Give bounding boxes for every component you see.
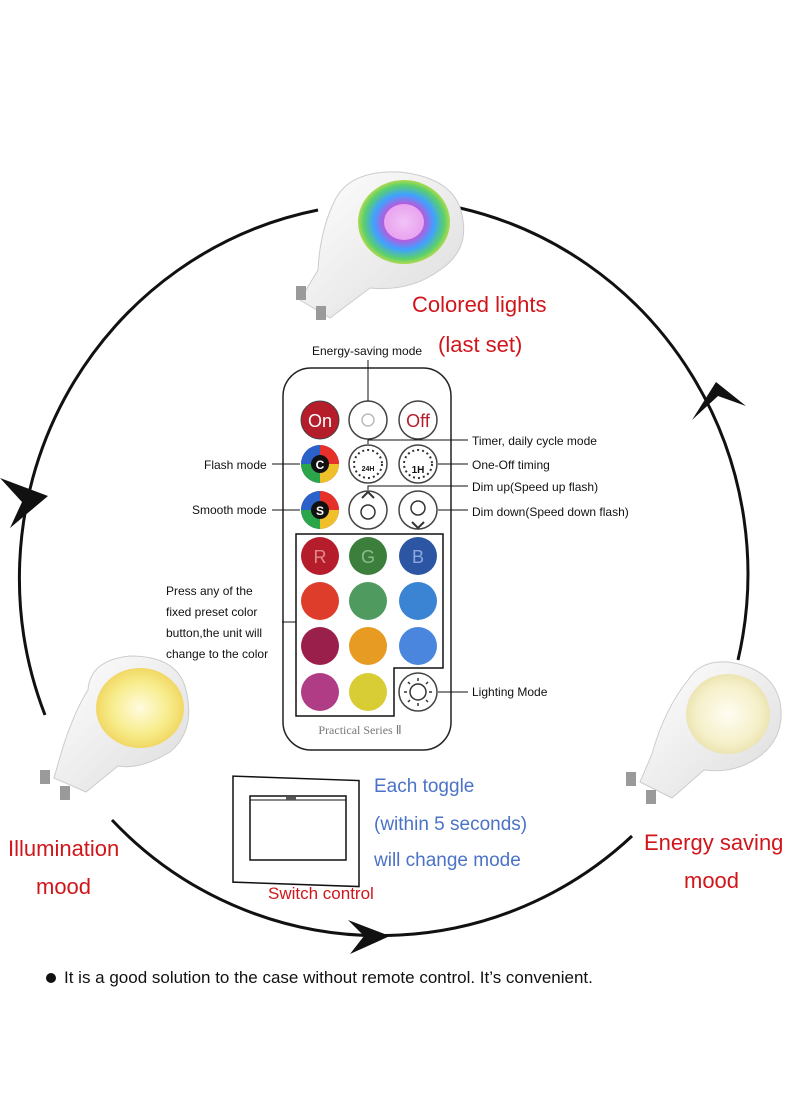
color-button[interactable]: [301, 582, 339, 620]
on-button-label: On: [308, 411, 332, 431]
arrow-right-up-icon: [692, 382, 746, 420]
switch-rocker: [249, 795, 347, 861]
wall-switch: [232, 775, 360, 888]
energy-saving-label: Energy saving: [644, 830, 784, 855]
cycle-arcs: [17, 206, 750, 938]
last-set-label: (last set): [438, 332, 523, 357]
one-off-annotation: One-Off timing: [472, 458, 550, 472]
timer-annotation: Timer, daily cycle mode: [472, 434, 597, 448]
dim-up-button[interactable]: [348, 490, 388, 530]
smooth-mode-annotation: Smooth mode: [192, 503, 267, 517]
dim-down-annotation: Dim down(Speed down flash): [472, 505, 629, 519]
energy-saving-mode-annotation: Energy-saving mode: [312, 344, 423, 358]
off-button[interactable]: [398, 400, 438, 440]
preset-annotation-1: Press any of the: [166, 584, 253, 598]
flash-c-label: C: [316, 458, 325, 472]
bulb-energy-saving: [626, 661, 782, 804]
color-button[interactable]: [399, 627, 437, 665]
flash-mode-annotation: Flash mode: [204, 458, 267, 472]
energy-saving-mood-label: mood: [684, 868, 740, 893]
one-off-timer-label: 1H: [412, 465, 425, 476]
toggle-line-1: Each toggle: [374, 776, 475, 797]
preset-annotation-4: change to the color: [166, 647, 269, 661]
color-button[interactable]: [301, 673, 339, 711]
toggle-line-2: (within 5 seconds): [374, 814, 528, 835]
illumination-mood-label: mood: [36, 874, 92, 899]
remote-control: On Off C 24H 1H S: [282, 367, 452, 751]
colored-lights-label: Colored lights: [412, 292, 547, 317]
color-button[interactable]: [349, 582, 387, 620]
preset-annotation-2: fixed preset color: [166, 605, 258, 619]
sun-outline-icon: [361, 413, 375, 427]
bulb-illumination: [40, 655, 190, 800]
lighting-mode-annotation: Lighting Mode: [472, 685, 548, 699]
arc-top-right: [459, 206, 750, 661]
energy-saving-button[interactable]: [348, 400, 388, 440]
sun-rays-icon: [404, 678, 432, 706]
color-button[interactable]: [399, 582, 437, 620]
smooth-s-label: S: [316, 504, 324, 518]
green-button-label: G: [361, 547, 375, 567]
cycle-arrows: [0, 382, 746, 954]
dim-down-sun-icon: [410, 500, 426, 516]
color-button[interactable]: [301, 627, 339, 665]
dim-down-button[interactable]: [398, 490, 438, 530]
color-button[interactable]: [349, 673, 387, 711]
illumination-label: Illumination: [8, 836, 120, 861]
preset-block-outline: [295, 533, 444, 717]
sun-icon: [409, 683, 427, 701]
switch-control-label: Switch control: [268, 884, 374, 903]
remote-series-label: Practical Series Ⅱ: [318, 723, 401, 737]
footer-text: It is a good solution to the case withou…: [64, 968, 593, 987]
timer-24h-label: 24H: [362, 466, 375, 473]
dim-up-annotation: Dim up(Speed up flash): [472, 480, 599, 494]
blue-button-label: B: [412, 547, 424, 567]
dim-up-arrow-icon: [361, 490, 375, 499]
arc-bottom-left: [110, 818, 401, 938]
color-button[interactable]: [349, 627, 387, 665]
arrow-bottom-right-icon: [348, 920, 390, 954]
off-button-label: Off: [406, 411, 431, 431]
arc-bottom-right: [399, 834, 634, 937]
arrow-left-down-icon: [0, 478, 48, 528]
color-button[interactable]: [349, 537, 387, 575]
on-button[interactable]: [300, 400, 340, 440]
leader-lines: [272, 360, 468, 693]
footer-note: It is a good solution to the case withou…: [46, 968, 593, 988]
toggle-line-3: will change mode: [374, 850, 521, 871]
dim-down-arrow-icon: [411, 521, 425, 530]
color-button[interactable]: [301, 537, 339, 575]
dim-up-sun-icon: [360, 504, 376, 520]
bullet-icon: [46, 972, 56, 983]
color-button[interactable]: [399, 537, 437, 575]
arc-top-left: [17, 208, 319, 716]
red-button-label: R: [314, 547, 327, 567]
bulb-colored: [296, 171, 465, 320]
preset-annotation-3: button,the unit will: [166, 626, 263, 640]
